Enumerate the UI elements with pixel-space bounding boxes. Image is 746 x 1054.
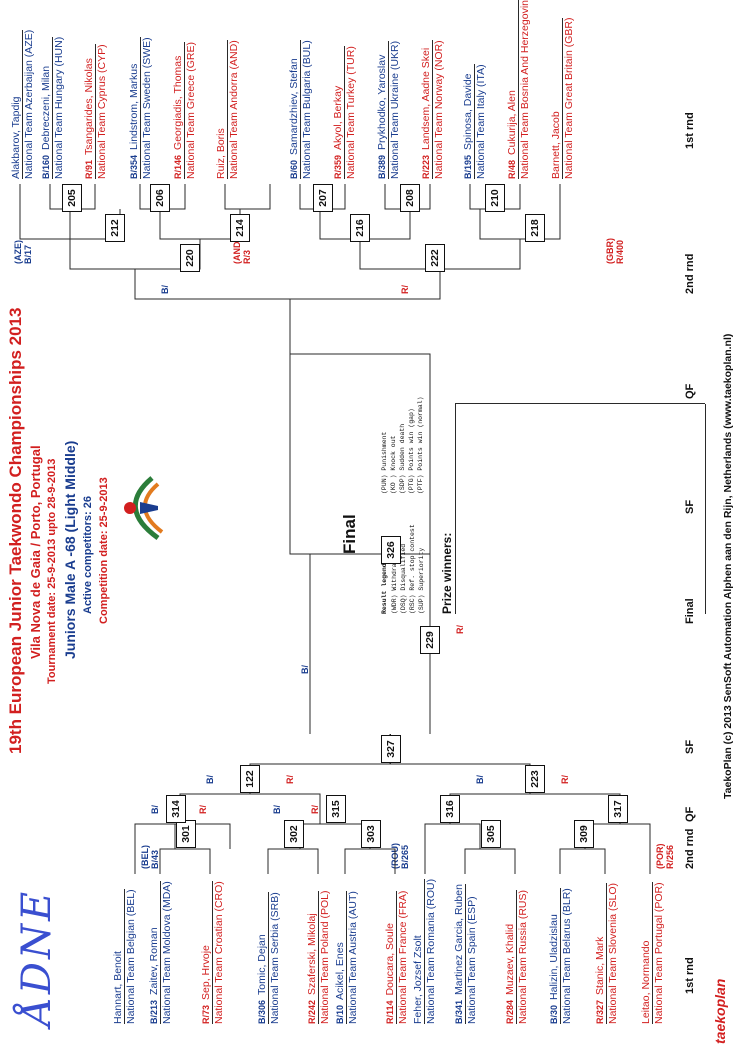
match-box: 305 xyxy=(481,820,501,848)
match-box: 317 xyxy=(608,795,628,823)
round-label: 1st rnd xyxy=(684,957,696,994)
blue-corner-marker: B/ xyxy=(205,775,215,784)
match-box: 326 xyxy=(381,536,401,564)
match-box: 327 xyxy=(381,735,401,763)
match-box: 314 xyxy=(166,795,186,823)
match-box: 208 xyxy=(400,184,420,212)
round-label: 2nd rnd xyxy=(684,253,696,294)
blue-corner-marker: B/ xyxy=(150,805,160,814)
match-box: 216 xyxy=(350,214,370,242)
round-label: 1st rnd xyxy=(684,112,696,149)
round-label: SF xyxy=(684,499,696,514)
match-box: 302 xyxy=(284,820,304,848)
blue-corner-marker: B/ xyxy=(272,805,282,814)
logo-text: taekoplan xyxy=(712,978,728,1044)
round-label: QF xyxy=(684,383,696,399)
red-corner-marker: R/ xyxy=(285,775,295,784)
round-label: Final xyxy=(684,598,696,624)
match-box: 223 xyxy=(525,765,545,793)
match-box: 303 xyxy=(361,820,381,848)
red-corner-marker: R/ xyxy=(455,625,465,634)
match-box: 214 xyxy=(230,214,250,242)
match-box: 210 xyxy=(485,184,505,212)
match-box: 220 xyxy=(180,244,200,272)
match-box: 315 xyxy=(326,795,346,823)
footer-credit: TaekoPlan (c) 2013 SenSoft Automation Al… xyxy=(722,333,734,799)
red-corner-marker: R/ xyxy=(560,775,570,784)
match-box: 309 xyxy=(574,820,594,848)
round-label: 2nd rnd xyxy=(684,828,696,869)
match-box: 212 xyxy=(105,214,125,242)
red-corner-marker: R/ xyxy=(400,285,410,294)
match-box: 229 xyxy=(420,626,440,654)
match-box: 207 xyxy=(313,184,333,212)
blue-corner-marker: B/ xyxy=(160,285,170,294)
match-box: 301 xyxy=(176,820,196,848)
blue-corner-marker: B/ xyxy=(300,665,310,674)
red-corner-marker: R/ xyxy=(198,805,208,814)
round-label: QF xyxy=(684,806,696,822)
match-box: 222 xyxy=(425,244,445,272)
taekoplan-logo: taekoplan xyxy=(712,979,730,1044)
match-box: 316 xyxy=(440,795,460,823)
match-box: 122 xyxy=(240,765,260,793)
match-box: 206 xyxy=(150,184,170,212)
blue-corner-marker: B/ xyxy=(475,775,485,784)
match-box: 218 xyxy=(525,214,545,242)
taekwondo-logo xyxy=(124,476,164,541)
round-label: SF xyxy=(684,739,696,754)
match-box: 205 xyxy=(62,184,82,212)
red-corner-marker: R/ xyxy=(310,805,320,814)
